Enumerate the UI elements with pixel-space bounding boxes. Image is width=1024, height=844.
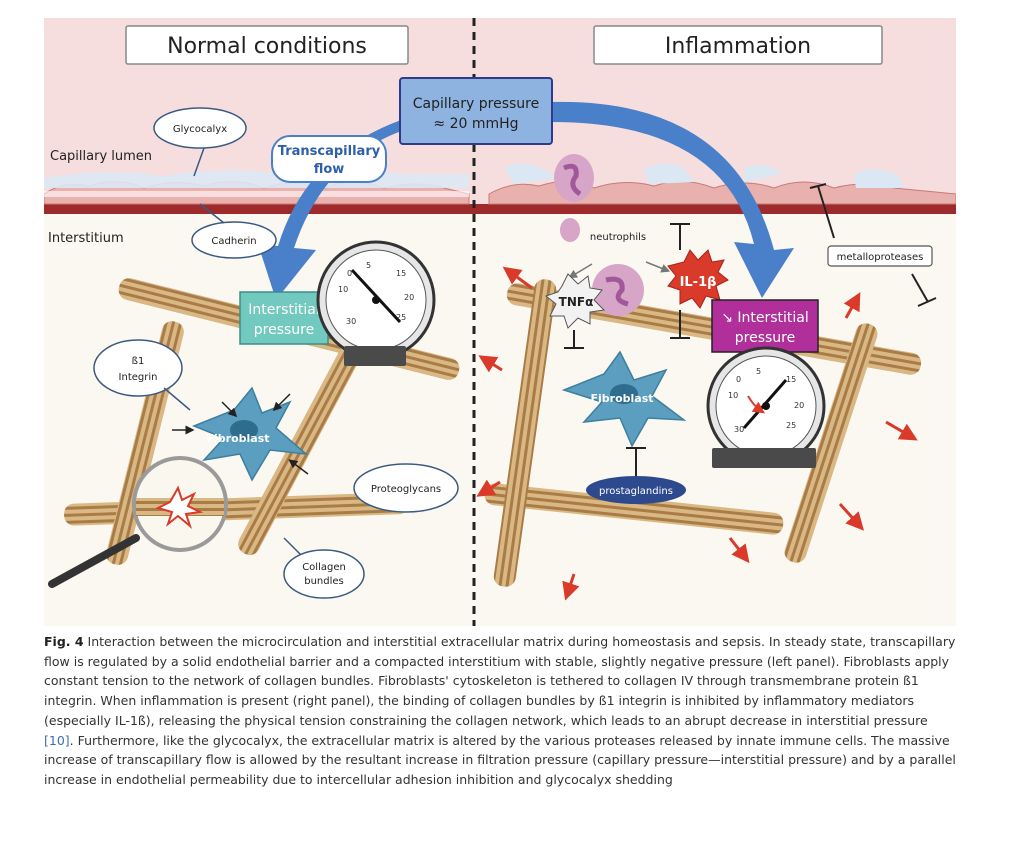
figure-label-figure-gauge_ticks-2: 15: [786, 375, 796, 384]
title-inflammation: Inflammation: [665, 34, 811, 59]
magnifier-glass: [48, 456, 228, 588]
figure-label-figure-integrin_line1: ß1: [132, 356, 145, 367]
gauge-value-left: [344, 346, 406, 366]
caption-text: Interaction between the microcirculation…: [44, 634, 956, 728]
endothelial-layer-right: [488, 163, 957, 205]
figure-label-figure-interstitial_line2: pressure: [735, 330, 795, 346]
figure-label-figure-capillary_pressure_line2: ≈ 20 mmHg: [433, 116, 518, 132]
figure-label-figure-glycocalyx: Glycocalyx: [173, 124, 227, 135]
figure-label-figure-gauge_zero: 0: [736, 375, 741, 384]
figure-illustration: Normal conditions Inflammation Capillary…: [43, 18, 957, 626]
collagen-callout: Collagen bundles: [283, 537, 365, 599]
interstitium-label: Interstitium: [48, 231, 124, 246]
capillary-pressure-box: Capillary pressure ≈ 20 mmHg: [399, 77, 553, 145]
figure-label-figure-interstitial_line2: pressure: [254, 322, 314, 338]
proteoglycans-callout: Proteoglycans: [353, 463, 459, 513]
figure-label-figure-prostaglandins: prostaglandins: [599, 486, 673, 497]
figure-label-figure-gauge_ticks-3: 20: [794, 401, 804, 410]
figure-label-figure-gauge_ticks-3: 20: [404, 293, 414, 302]
transcapillary-flow-bubble: Transcapillary flow: [271, 135, 387, 183]
figure-label-figure-gauge_ticks-5: 30: [346, 317, 356, 326]
figure-caption: Fig. 4 Interaction between the microcirc…: [44, 632, 956, 790]
figure-label-figure-neutrophils: neutrophils: [590, 232, 646, 243]
interstitial-pressure-box-left: Interstitial pressure: [239, 291, 329, 345]
figure-label-figure-gauge_ticks-4: 25: [396, 313, 406, 322]
figure-label-figure-cadherin: Cadherin: [211, 236, 256, 247]
figure-label-figure-collagen_line2: bundles: [304, 576, 344, 587]
cadherin-callout: Cadherin: [191, 203, 277, 259]
figure-label-figure-fibroblast: Fibroblast: [206, 432, 269, 445]
figure-label-figure-transcapillary_line2: flow: [314, 162, 345, 177]
flow-arrow-left: [258, 104, 464, 300]
title-inflammation-box: Inflammation: [593, 25, 883, 65]
figure-label-figure-collagen_line1: Collagen: [302, 562, 346, 573]
figure-label-figure-capillary_pressure_line1: Capillary pressure: [413, 96, 539, 112]
title-normal: Normal conditions: [167, 34, 367, 59]
figure-label-figure-gauge_ticks-0: 5: [366, 261, 371, 270]
figure-label-figure-gauge_ticks-2: 15: [396, 269, 406, 278]
figure-label-figure-gauge_zero: 0: [347, 269, 352, 278]
neutrophil-transmigrating: [554, 154, 594, 242]
il1b-burst: IL-1β: [667, 223, 729, 339]
figure-label-figure-fibroblast: Fibroblast: [590, 392, 653, 405]
expansion-arrows: [476, 266, 918, 601]
prostaglandins-pill: prostaglandins: [586, 476, 686, 504]
figure-label-figure-interstitial_line1: Interstitial: [248, 302, 319, 318]
figure-label-figure-gauge_ticks-1: 10: [728, 391, 738, 400]
metalloproteases-label: metalloproteases: [809, 183, 937, 307]
figure-label-figure-proteoglycans: Proteoglycans: [371, 484, 441, 495]
caption-text-continued: . Furthermore, like the glycocalyx, the …: [44, 732, 956, 787]
figure-label-figure-tnfa: TNFα: [559, 295, 594, 309]
vessel-membrane: [44, 204, 956, 214]
integrin-callout: ß1 Integrin: [93, 339, 191, 411]
fibroblast-right: Fibroblast: [561, 350, 687, 476]
title-normal-box: Normal conditions: [125, 25, 409, 65]
flow-arrow-right: [552, 101, 794, 299]
figure-label-figure-gauge_ticks-0: 5: [756, 367, 761, 376]
neutrophils-group: neutrophils: [568, 232, 671, 316]
glycocalyx-callout: Glycocalyx: [153, 107, 247, 177]
figure-label-figure-il1b: IL-1β: [680, 275, 717, 290]
figure-label-figure-metalloproteases: metalloproteases: [837, 252, 924, 263]
gauge-value-right: [712, 448, 816, 468]
caption-label: Fig. 4: [44, 634, 84, 649]
figure-label-figure-gauge_ticks-5: 30: [734, 425, 744, 434]
figure-label-figure-gauge_ticks-4: 25: [786, 421, 796, 430]
figure-label-figure-integrin_line2: Integrin: [119, 372, 158, 383]
pressure-gauge-right: 0 5 10 15 20 25 30: [706, 346, 826, 466]
figure-label-figure-transcapillary_line1: Transcapillary: [278, 144, 381, 159]
fibroblast-left: Fibroblast: [172, 386, 309, 482]
tnfa-burst: TNFα: [544, 273, 606, 349]
figure-label-figure-interstitial_right_line1: ↘ Interstitial: [721, 310, 809, 326]
pressure-gauge-left: 0 5 10 15 20 25 30: [316, 240, 436, 360]
caption-reference-link[interactable]: [10]: [44, 732, 70, 748]
capillary-lumen-label: Capillary lumen: [50, 149, 152, 164]
figure-label-figure-gauge_ticks-1: 10: [338, 285, 348, 294]
interstitial-pressure-box-right: ↘ Interstitial pressure: [711, 299, 819, 353]
